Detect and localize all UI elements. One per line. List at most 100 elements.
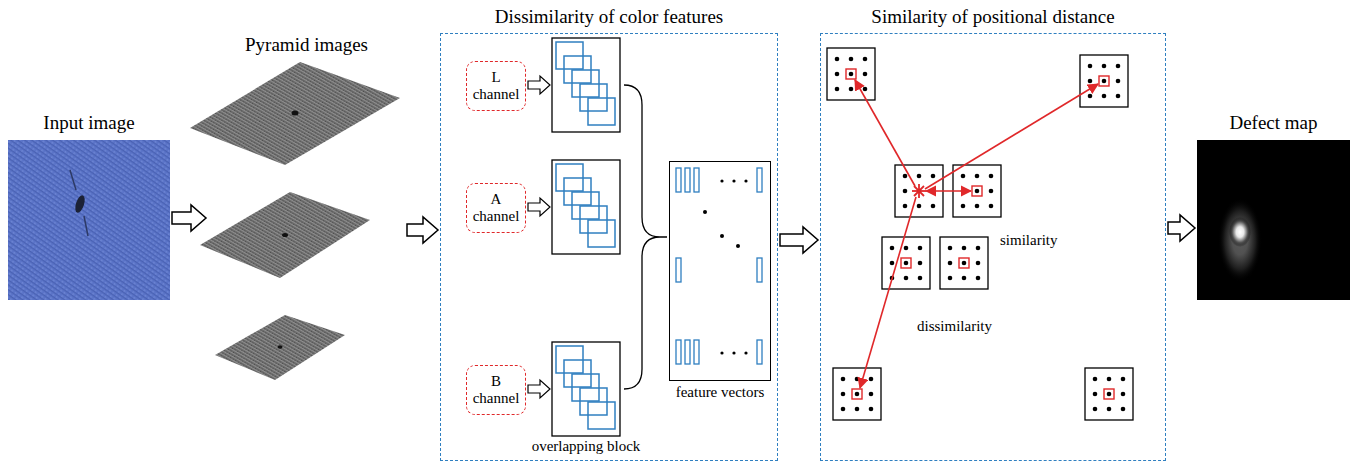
overlap-square [588,220,615,247]
grid-dot [863,57,868,62]
channel-box: A channel [466,183,526,233]
dot [736,244,740,248]
grid-box [833,368,881,420]
annotation: overlapping block [530,438,643,455]
red-arrow [925,84,1098,189]
center-marker [1099,76,1109,86]
star [912,184,926,198]
grid-dot [1121,392,1126,397]
pyramid-level [200,192,370,278]
grid-box [882,237,930,289]
defect-glow [1218,198,1262,282]
similarity-arrows [855,80,1098,388]
dot [720,179,723,182]
grid-dot [855,377,860,382]
grid-dot [1102,64,1107,69]
ellipsis-dots [703,179,748,354]
vector-bar [676,258,681,282]
grid-dot [1121,407,1126,412]
dot [732,351,735,354]
small-hollow-arrow [528,76,550,94]
heading: feature vectors [676,384,765,401]
grid-box [1085,368,1133,420]
block-box [552,160,620,254]
grid-dot [863,72,868,77]
brace [624,85,667,389]
grid-dot [863,87,868,92]
grid-dot [849,87,854,92]
center-marker [852,389,862,399]
annotation: dissimilarity [915,318,994,335]
grid-dot [904,276,909,281]
channel-box: L channel [466,61,526,111]
grid-dot [835,87,840,92]
small-hollow-arrow [528,198,550,216]
channel-label: L channel [471,69,521,103]
channel-box: B channel [466,365,526,415]
heading: Pyramid images [245,34,368,56]
grid-dot [841,392,846,397]
grid-dot [849,57,854,62]
grid-dot [903,174,908,179]
grid-dot [962,246,967,251]
feature-vector-content [676,168,762,364]
fabric-image [8,140,170,300]
grid-dot [931,174,936,179]
grid-dot [1093,407,1098,412]
grid-dot [976,261,981,266]
star-ray [914,186,924,196]
grid-box [940,237,988,289]
grid-dot [918,246,923,251]
grid-dot [975,189,980,194]
grid-dot [976,246,981,251]
grid-dot [918,261,923,266]
center-marker [1104,389,1114,399]
pyramid-defect [282,233,288,237]
grid-dot [975,204,980,209]
image-node: Defect map [1197,140,1350,300]
dot-grids [827,48,1133,420]
dashed-panel: Dissimilarity of color featuresL channel… [440,33,778,461]
grid-dot [841,377,846,382]
red-arrow [855,80,915,186]
grid-dot [961,174,966,179]
hollow-arrow [780,227,818,253]
overlap-square [588,402,615,429]
grid-dot [904,261,909,266]
center-marker [972,186,982,196]
dashed-panel: Similarity of positional distance [820,33,1166,461]
grid-dot [989,174,994,179]
grid-dot [1102,94,1107,99]
heading: Input image [43,112,134,134]
grid-dot [849,72,854,77]
overlapping-squares [556,42,615,429]
grid-dot [948,261,953,266]
grid-dot [869,377,874,382]
dot [720,234,724,238]
pyramid-level [190,62,400,165]
grid-dot [948,246,953,251]
hollow-arrow [1168,215,1195,241]
grid-dot [1093,377,1098,382]
grid-dot [890,261,895,266]
grid-dot [962,276,967,281]
image-node: Pyramid images [208,62,405,380]
heading: Dissimilarity of color features [495,6,723,28]
grid-dot [903,204,908,209]
grid-dot [989,189,994,194]
grid-dot [975,174,980,179]
grid-dot [1088,94,1093,99]
small-hollow-arrow [528,380,550,398]
center-marker [846,69,856,79]
dot [744,351,747,354]
heading: Defect map [1229,112,1317,134]
grid-dot [917,204,922,209]
grid-dot [1088,79,1093,84]
grid-dot [904,246,909,251]
fabric-defect-streak [70,170,88,236]
block-box [552,38,620,132]
grid-dot [962,261,967,266]
grid-dot [1093,392,1098,397]
vector-bar [757,168,762,192]
